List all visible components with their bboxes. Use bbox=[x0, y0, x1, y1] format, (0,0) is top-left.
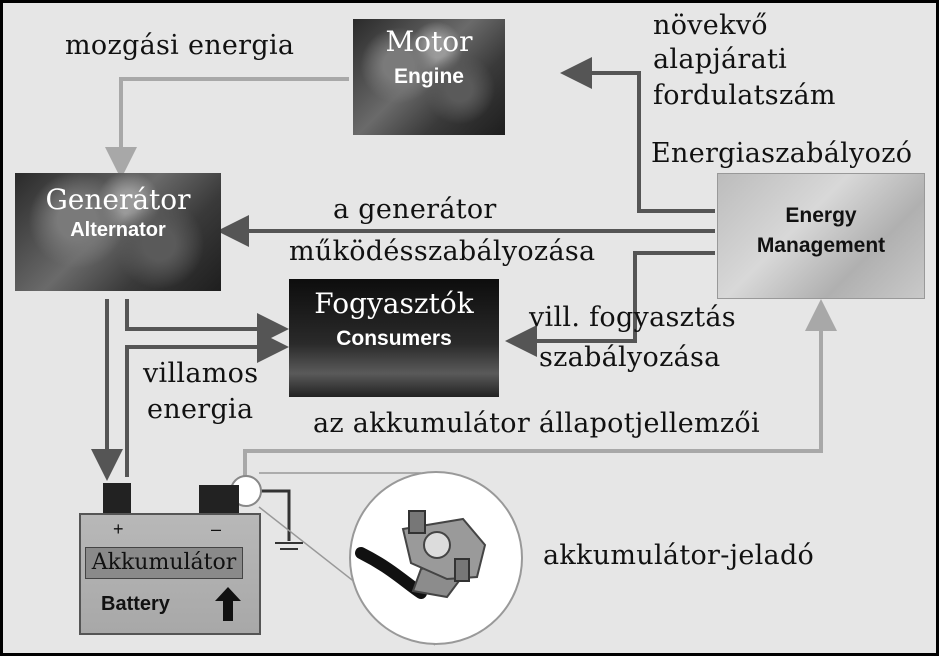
label-battery-sensor: akkumulátor-jeladó bbox=[543, 540, 815, 571]
battery-title: Akkumulátor bbox=[85, 547, 243, 579]
label-gen-control-1: a generátor bbox=[333, 194, 497, 225]
battery-terminal-minus bbox=[199, 485, 239, 513]
motor-box: Motor Engine bbox=[353, 19, 505, 135]
consumers-title: Fogyasztók bbox=[314, 287, 474, 320]
arrow-battery-to-consumers bbox=[125, 331, 289, 477]
label-gen-control-2: működésszabályozása bbox=[289, 236, 596, 267]
battery-sensor-zoom bbox=[349, 471, 523, 645]
battery-plus-sign: + bbox=[113, 519, 124, 539]
label-energy-controller: Energiaszabályozó bbox=[651, 138, 913, 169]
label-consumption-1: vill. fogyasztás bbox=[529, 302, 736, 333]
label-electric-energy-2: energia bbox=[147, 394, 254, 425]
generator-subtitle: Alternator bbox=[70, 219, 166, 241]
arrow-generator-to-consumers-1 bbox=[125, 299, 289, 345]
battery-terminal-plus bbox=[103, 483, 131, 513]
motor-subtitle: Engine bbox=[393, 65, 464, 88]
label-idle-speed-3: fordulatszám bbox=[653, 80, 836, 111]
label-battery-state: az akkumulátor állapotjellemzői bbox=[313, 408, 760, 439]
energy-management-box: Energy Management bbox=[717, 173, 925, 299]
energy-box-line1: Energy bbox=[785, 204, 857, 227]
battery-up-arrow-icon bbox=[215, 587, 241, 621]
arrow-motor-to-generator bbox=[105, 77, 349, 179]
arrow-energy-to-consumers bbox=[505, 251, 715, 357]
consumers-box: Fogyasztók Consumers bbox=[289, 279, 499, 397]
ground-wire bbox=[261, 489, 291, 541]
label-idle-speed-1: növekvő bbox=[653, 10, 768, 41]
energy-box-line2: Management bbox=[756, 234, 886, 257]
consumers-subtitle: Consumers bbox=[336, 327, 452, 350]
arrow-sensor-to-energy bbox=[243, 299, 837, 479]
motor-title: Motor bbox=[385, 25, 473, 58]
generator-box: Generátor Alternator bbox=[15, 173, 221, 291]
arrow-energy-to-motor bbox=[560, 57, 715, 213]
generator-title: Generátor bbox=[45, 183, 191, 216]
label-idle-speed-2: alapjárati bbox=[653, 44, 788, 75]
battery-subtitle: Battery bbox=[101, 593, 170, 615]
battery-body: + – Akkumulátor Battery bbox=[79, 513, 261, 635]
battery-minus-sign: – bbox=[211, 519, 222, 539]
label-consumption-2: szabályozása bbox=[539, 342, 721, 373]
label-electric-energy-1: villamos bbox=[143, 358, 259, 389]
battery-sensor-icon bbox=[355, 510, 487, 599]
label-kinetic-energy: mozgási energia bbox=[65, 30, 295, 61]
